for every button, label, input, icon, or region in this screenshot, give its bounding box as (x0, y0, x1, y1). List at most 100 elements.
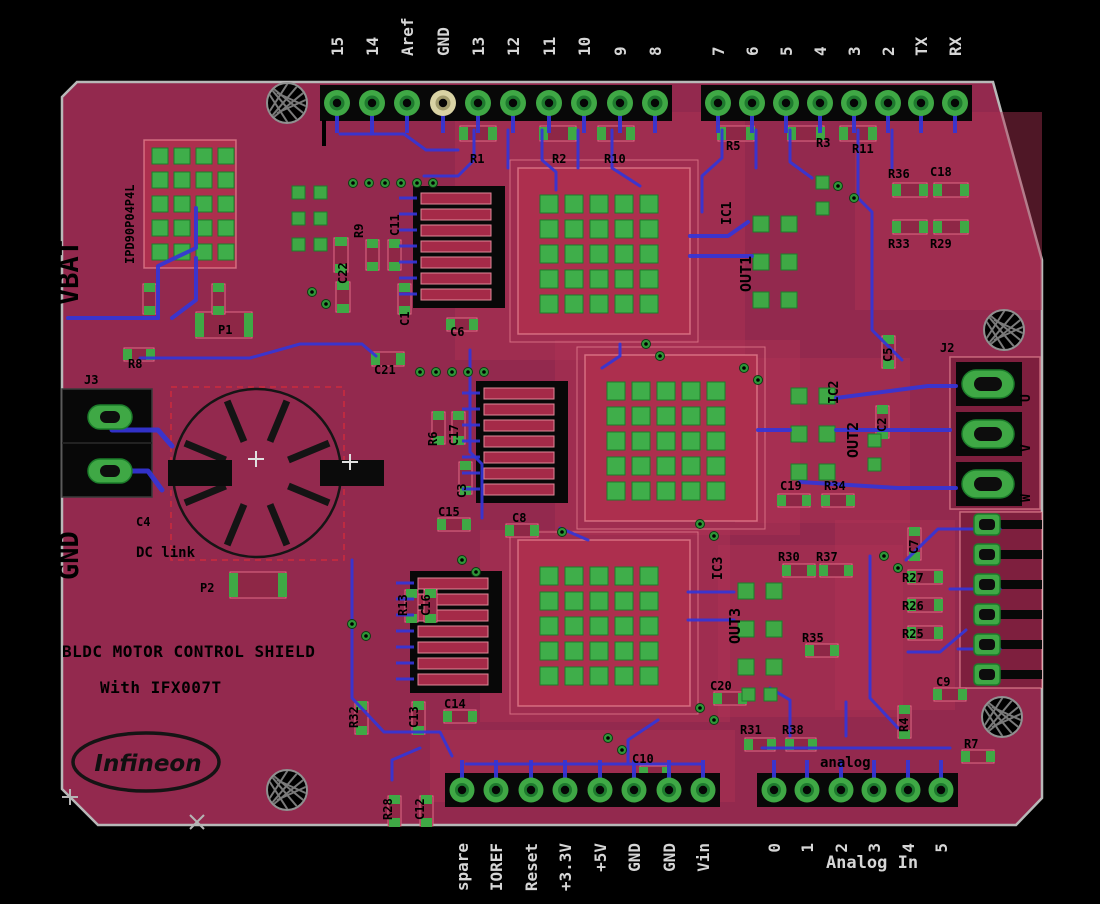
pad-top_right-5[interactable] (773, 90, 799, 116)
via-hole (418, 370, 422, 374)
passive-component[interactable] (229, 571, 287, 599)
ref-label-C19: C19 (780, 479, 802, 493)
pad-top_left-12[interactable] (500, 90, 526, 116)
pad-top_right-RX[interactable] (942, 90, 968, 116)
pad-bottom_right-1[interactable] (794, 777, 820, 803)
pad-top_left-15[interactable] (324, 90, 350, 116)
mosfet-pad (151, 195, 169, 213)
pad-bottom_right-5[interactable] (928, 777, 954, 803)
pad-top_right-3[interactable] (841, 90, 867, 116)
strip-pad (417, 673, 489, 686)
thermal-pad (564, 219, 584, 239)
out-pad-IC2 (790, 387, 808, 405)
copper-trace (700, 128, 724, 214)
thermal-pad (539, 641, 559, 661)
ref-label-R5: R5 (726, 139, 740, 153)
via-hole (434, 370, 438, 374)
right-edge-connector[interactable] (959, 511, 1043, 689)
ref-label-J3: J3 (84, 373, 98, 387)
pad-bottom_left-GND[interactable] (656, 777, 682, 803)
passive-pad (960, 221, 969, 233)
pad-top_left-10[interactable] (571, 90, 597, 116)
pad-bottom_left-Reset[interactable] (518, 777, 544, 803)
pad-top_left-11[interactable] (536, 90, 562, 116)
strip-pad (417, 657, 489, 670)
thermal-pad (564, 269, 584, 289)
passive-pad (958, 689, 967, 700)
pad-bottom_right-2[interactable] (828, 777, 854, 803)
smd-pad (291, 211, 306, 226)
thermal-pad (681, 381, 701, 401)
pin-label-Reset: Reset (522, 843, 541, 891)
via-hole (310, 290, 314, 294)
pad-bottom_left-+5V[interactable] (587, 777, 613, 803)
thermal-pad (639, 616, 659, 636)
via-hole (431, 181, 435, 185)
passive-pad (919, 184, 928, 196)
thermal-pad (539, 269, 559, 289)
passive-pad (802, 495, 811, 506)
passive-pad (459, 127, 468, 140)
pad-top_left-14[interactable] (359, 90, 385, 116)
via-hole (415, 181, 419, 185)
pad-bottom_right-3[interactable] (861, 777, 887, 803)
smd-pad (741, 687, 756, 702)
passive-pad (821, 495, 830, 506)
ref-label-C7: C7 (907, 540, 921, 554)
passive-pad (213, 306, 224, 315)
smd-pad (291, 237, 306, 252)
pad-top_left-Aref[interactable] (394, 90, 420, 116)
pad-top_left-13[interactable] (465, 90, 491, 116)
pad-top_right-7[interactable] (705, 90, 731, 116)
mosfet-pad (217, 219, 235, 237)
phase-label-V: V (1019, 444, 1034, 452)
via-hole (367, 181, 371, 185)
pad-top_right-4[interactable] (807, 90, 833, 116)
pad-hole (438, 98, 448, 108)
ref-label-R36: R36 (888, 167, 910, 181)
pad-bottom_left-Vin[interactable] (690, 777, 716, 803)
pad-top_left-9[interactable] (607, 90, 633, 116)
dc-link-label: DC link (136, 545, 196, 561)
ref-label-R30: R30 (778, 550, 800, 564)
pad-top_left-8[interactable] (642, 90, 668, 116)
pin-label-GND: GND (625, 843, 644, 872)
ref-label-R3: R3 (816, 136, 830, 150)
pad-bottom_left-spare[interactable] (449, 777, 475, 803)
thermal-pad (639, 641, 659, 661)
pad-bottom_left-GND[interactable] (621, 777, 647, 803)
pad-top_left-GND[interactable] (430, 90, 456, 116)
pad-top_right-2[interactable] (875, 90, 901, 116)
pad-bottom_left-+3.3V[interactable] (552, 777, 578, 803)
smd-pad (313, 211, 328, 226)
thermal-pad (589, 566, 609, 586)
via-hole (351, 181, 355, 185)
thermal-pad (706, 431, 726, 451)
copper-trace (906, 628, 968, 654)
pad-top_right-TX[interactable] (908, 90, 934, 116)
passive-pad (356, 701, 367, 710)
passive-pad (453, 411, 464, 420)
pad-top_right-6[interactable] (739, 90, 765, 116)
ref-label-R9: R9 (352, 224, 366, 238)
ref-label-R29: R29 (930, 237, 952, 251)
mosfet-pad (195, 195, 213, 213)
pad-hole (402, 98, 412, 108)
passive-pad (371, 353, 380, 365)
edge-connector-slot (979, 519, 995, 530)
via-hole (606, 736, 610, 740)
via-hole (852, 196, 856, 200)
pad-bottom_left-IOREF[interactable] (483, 777, 509, 803)
pad-hole (560, 785, 570, 795)
capacitor-spoke (223, 503, 248, 547)
strip-pad (483, 419, 555, 432)
pad-hole (457, 785, 467, 795)
via-hole (712, 534, 716, 538)
pin-label-+3.3V: +3.3V (556, 843, 575, 892)
pad-bottom_right-4[interactable] (895, 777, 921, 803)
passive-pad (805, 645, 814, 656)
via-hole (460, 558, 464, 562)
pad-bottom_right-0[interactable] (761, 777, 787, 803)
edge-connector-slot (979, 549, 995, 560)
passive-pad (744, 739, 753, 750)
